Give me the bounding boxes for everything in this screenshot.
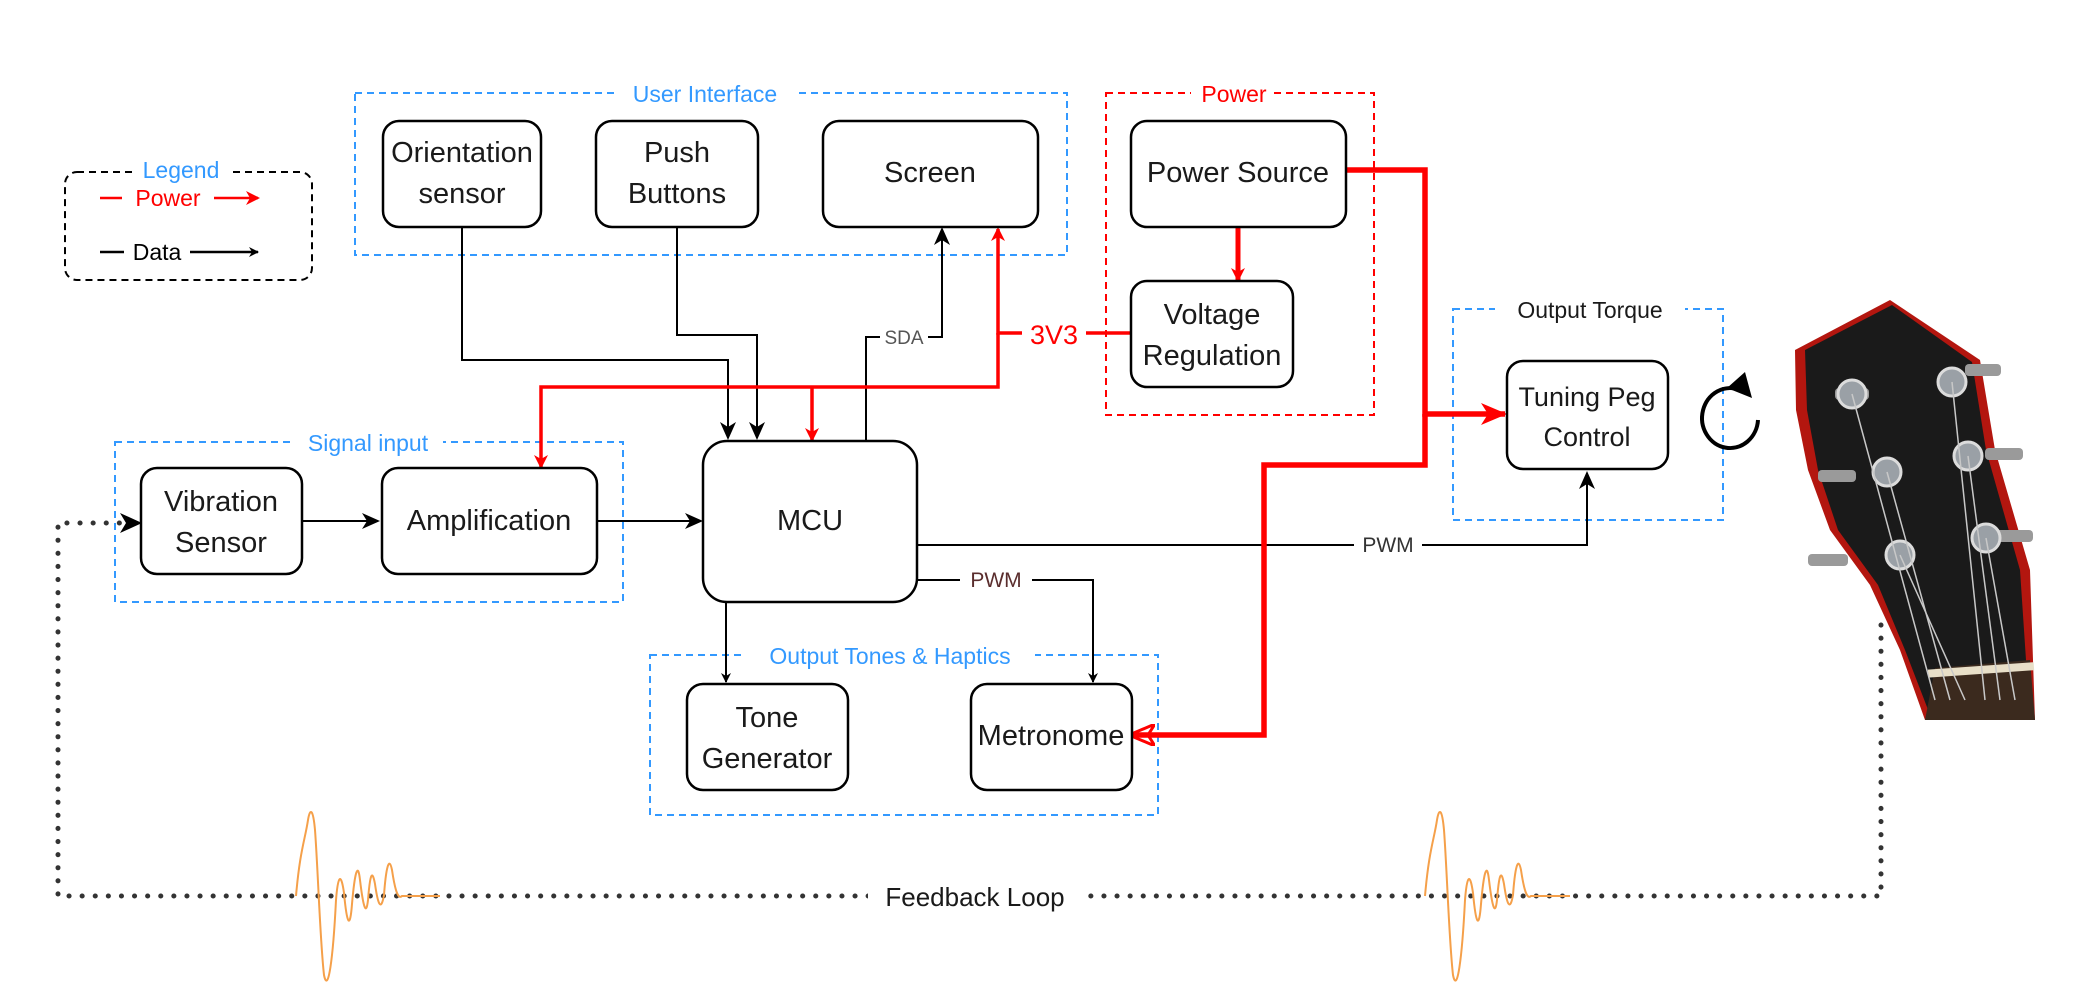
legend-title: Legend [143,157,220,183]
node-label-tone: Tone [736,702,799,734]
label-pwm-metronome: PWM [970,569,1021,592]
label-sda: SDA [884,328,923,349]
node-power-source: Power Source [1129,119,1348,229]
node-screen: Screen [821,119,1040,229]
label-3v3: 3V3 [1030,320,1078,350]
feedback-loop-arrowhead [120,513,142,533]
node-label-voltage: Voltage [1164,299,1261,331]
legend-data-label: Data [133,239,182,265]
node-label-regulation: Regulation [1143,340,1282,372]
node-label-buttons: Buttons [628,178,726,210]
label-pwm-torque: PWM [1362,534,1413,557]
node-label-amplification: Amplification [407,505,571,537]
edge-orientation-to-mcu [461,227,736,440]
group-title-user-interface: User Interface [633,81,777,107]
label-feedback-loop: Feedback Loop [885,882,1064,912]
waveform-left [295,811,440,982]
legend-power-label: Power [135,185,201,211]
node-label-power-source: Power Source [1147,157,1329,189]
edge-regulation-3v3-to-screen [991,227,1131,335]
node-label-sensor: sensor [418,178,505,210]
node-label-push: Push [644,137,710,169]
node-label-vibration: Vibration [164,486,278,518]
waveform-right [1424,811,1570,982]
node-orientation-sensor: Orientation sensor [381,119,543,229]
group-title-output-torque: Output Torque [1517,297,1662,323]
group-power: Power [1105,80,1375,416]
edge-labels: SDA 3V3 PWM PWM [880,318,1422,593]
data-connections [302,227,1595,683]
node-label-sensor-2: Sensor [175,527,267,559]
group-user-interface: User Interface [354,80,1068,256]
feedback-loop: Feedback Loop [55,513,1884,912]
rotate-arrow-icon [1700,372,1760,451]
edge-mcu-to-tuning-peg-pwm [917,471,1595,546]
group-title-power: Power [1201,81,1267,107]
group-title-output-tones: Output Tones & Haptics [769,643,1010,669]
node-label-metronome: Metronome [978,720,1125,752]
power-connections [534,167,1507,735]
edge-buttons-to-mcu [676,227,765,440]
legend: Legend Power Data [64,157,313,281]
node-label-orientation: Orientation [391,137,533,169]
feedback-loop-path [55,520,1884,899]
group-output-torque: Output Torque [1452,296,1724,521]
node-label-mcu: MCU [777,505,843,537]
group-title-signal-input: Signal input [308,430,429,456]
node-label-tuning-peg: Tuning Peg [1518,382,1655,412]
node-metronome: Metronome [969,682,1134,792]
node-label-control: Control [1543,422,1630,452]
edge-3v3-to-amplification [534,333,1000,469]
guitar-headstock-image [1795,300,2035,720]
node-amplification: Amplification [380,466,599,576]
node-mcu: MCU [701,439,919,604]
node-label-screen: Screen [884,157,976,189]
edge-power-source-to-tuning-peg [1346,167,1507,425]
node-label-generator: Generator [702,743,833,775]
edge-power-source-to-metronome [1131,414,1428,735]
